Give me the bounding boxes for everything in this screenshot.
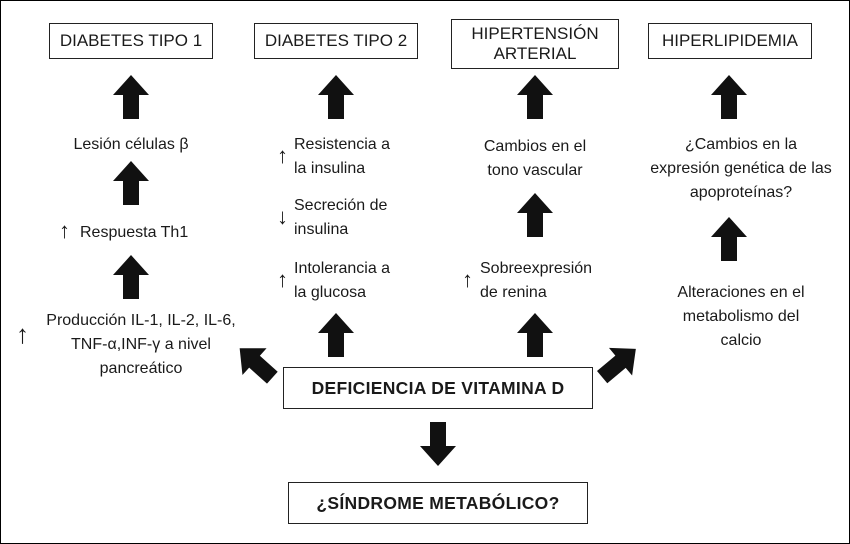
text-produccion-line-1: Producción IL-1, IL-2, IL-6, [46, 312, 236, 329]
text-alteraciones-line-1: Alteraciones en el [677, 284, 805, 301]
box-sindrome-label: ¿SÍNDROME METABÓLICO? [316, 493, 560, 513]
text-resistencia-insulina: Resistencia a la insulina [294, 133, 434, 181]
text-alteraciones-calcio: Alteraciones en el metabolismo del calci… [641, 281, 841, 353]
text-cambios-line-2: tono vascular [487, 162, 583, 179]
text-cambios-line-1: Cambios en el [483, 138, 587, 155]
block-arrow-up-icon [113, 161, 149, 205]
text-cambios-tono-vascular: Cambios en el tono vascular [453, 135, 617, 183]
box-hipertension-line-2: ARTERIAL [493, 44, 577, 63]
box-diabetes-tipo-1: DIABETES TIPO 1 [49, 23, 213, 59]
box-hipertension-line-1: HIPERTENSIÓN [471, 24, 599, 43]
block-arrow-up-icon [517, 75, 553, 119]
text-secrecion-line-1: Secreción de [294, 197, 388, 214]
text-resistencia-line-2: la insulina [294, 160, 366, 177]
box-sindrome-metabolico: ¿SÍNDROME METABÓLICO? [288, 482, 588, 524]
text-secrecion-insulina: Secreción de insulina [294, 194, 434, 242]
box-hipertension-arterial: HIPERTENSIÓN ARTERIAL [451, 19, 619, 69]
block-arrow-up-icon [318, 75, 354, 119]
text-alteraciones-line-3: calcio [720, 332, 762, 349]
up-arrow-icon: ↑ [277, 267, 288, 292]
text-cambios-expresion-genetica: ¿Cambios en la expresión genética de las… [641, 133, 841, 205]
up-arrow-icon: ↑ [462, 267, 473, 292]
text-sobreexpresion-renina: Sobreexpresión de renina [480, 257, 630, 305]
block-arrow-up-icon [113, 75, 149, 119]
box-diabetes-tipo-2: DIABETES TIPO 2 [254, 23, 418, 59]
box-hiperlipidemia-label: HIPERLIPIDEMIA [661, 31, 799, 50]
up-arrow-icon: ↑ [59, 218, 70, 243]
box-deficiencia-vitamina-d: DEFICIENCIA DE VITAMINA D [283, 367, 593, 409]
text-produccion-line-2: TNF-α,INF-γ a nivel [71, 336, 211, 353]
text-resistencia-line-1: Resistencia a [294, 136, 391, 153]
box-hiperlipidemia: HIPERLIPIDEMIA [648, 23, 812, 59]
text-expresion-line-1: ¿Cambios en la [684, 136, 798, 153]
text-produccion-citoquinas: Producción IL-1, IL-2, IL-6, TNF-α,INF-γ… [25, 309, 257, 381]
up-arrow-icon: ↑ [16, 319, 29, 349]
block-arrow-up-icon [517, 313, 553, 357]
down-arrow-icon: ↓ [277, 204, 288, 229]
text-sobreexpresion-line-1: Sobreexpresión [480, 260, 593, 277]
text-intolerancia-line-2: la glucosa [294, 284, 367, 301]
text-respuesta-th1: Respuesta Th1 [80, 221, 230, 245]
text-expresion-line-3: apoproteínas? [689, 184, 793, 201]
block-arrow-up-icon [517, 193, 553, 237]
block-arrow-up-icon [318, 313, 354, 357]
text-lesion-celulas: Lesión células β [41, 133, 221, 157]
box-diabetes-tipo-1-label: DIABETES TIPO 1 [59, 31, 203, 50]
block-arrow-up-icon [113, 255, 149, 299]
text-secrecion-line-2: insulina [294, 221, 349, 238]
block-arrow-up-right-icon [590, 335, 648, 391]
text-lesion-celulas-label: Lesión células β [73, 136, 189, 153]
block-arrow-up-left-icon [227, 334, 285, 392]
text-intolerancia-line-1: Intolerancia a [294, 260, 391, 277]
box-diabetes-tipo-2-label: DIABETES TIPO 2 [264, 31, 408, 50]
box-deficiencia-label: DEFICIENCIA DE VITAMINA D [311, 378, 565, 398]
block-arrow-up-icon [711, 217, 747, 261]
block-arrow-down-icon [420, 422, 456, 466]
block-arrow-up-icon [711, 75, 747, 119]
up-arrow-icon: ↑ [277, 143, 288, 168]
text-alteraciones-line-2: metabolismo del [682, 308, 800, 325]
text-sobreexpresion-line-2: de renina [480, 284, 547, 301]
text-intolerancia-glucosa: Intolerancia a la glucosa [294, 257, 434, 305]
text-produccion-line-3: pancreático [99, 360, 183, 377]
text-expresion-line-2: expresión genética de las [650, 160, 832, 177]
text-respuesta-th1-label: Respuesta Th1 [80, 224, 189, 241]
